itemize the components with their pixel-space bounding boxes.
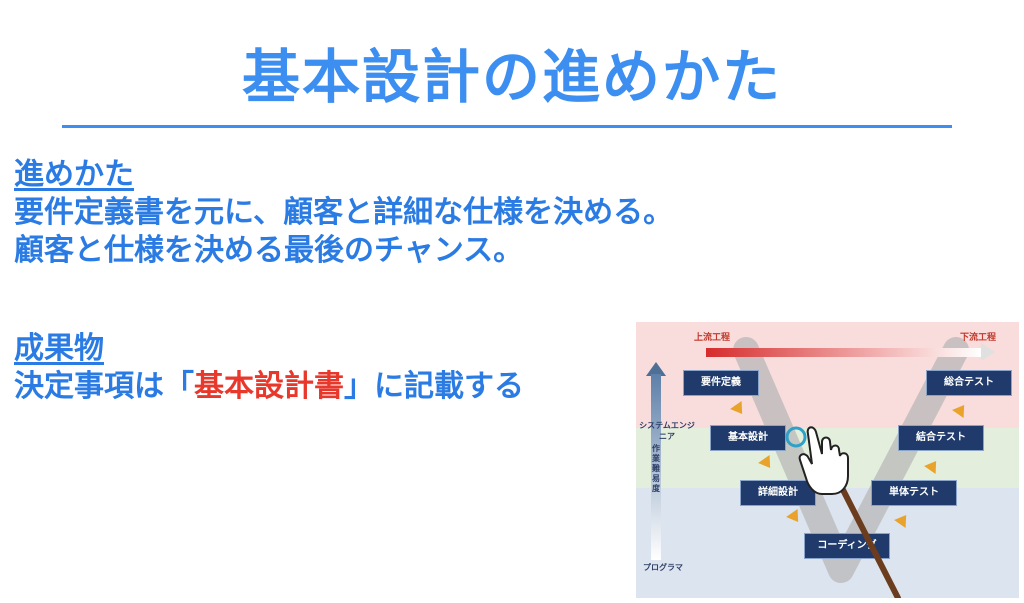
box-requirements: 要件定義 (683, 370, 759, 396)
title-divider (62, 125, 952, 128)
section-process-heading: 進めかた (14, 157, 134, 192)
deliverable-highlight: 基本設計書 (194, 369, 344, 404)
v-model-figure: 上流工程 下流工程 システムエンジニア 作業難易度 プログラマ 要件定義 基本設… (636, 322, 1019, 598)
section-deliverable: 成果物 決定事項は「基本設計書」に記載する (14, 330, 524, 406)
downstream-label: 下流工程 (960, 333, 997, 343)
section-deliverable-heading: 成果物 (14, 331, 104, 366)
v-shape (733, 337, 969, 583)
page-title: 基本設計の進めかた (241, 43, 782, 111)
deliverable-suffix: 」に記載する (344, 369, 524, 404)
section-process-line1: 要件定義書を元に、顧客と詳細な仕様を決める。 (14, 195, 674, 230)
upstream-label: 上流工程 (694, 333, 731, 343)
section-process: 進めかた 要件定義書を元に、顧客と詳細な仕様を決める。 顧客と仕様を決める最後の… (14, 156, 673, 270)
difficulty-axis (651, 374, 661, 560)
deliverable-prefix: 決定事項は「 (14, 369, 194, 404)
box-unit-test: 単体テスト (871, 480, 957, 506)
box-system-test: 総合テスト (926, 370, 1012, 396)
process-flow-arrowhead (981, 343, 995, 361)
axis-top-label: システムエンジニア (639, 421, 695, 441)
axis-bottom-label: プログラマ (643, 563, 683, 572)
box-coding: コーディング (804, 533, 890, 559)
box-integration-test: 結合テスト (898, 425, 984, 451)
section-process-line2: 顧客と仕様を決める最後のチャンス。 (14, 233, 524, 268)
axis-mid-label: 作業難易度 (652, 444, 660, 493)
section-deliverable-line: 決定事項は「基本設計書」に記載する (14, 368, 524, 406)
process-flow-bar (706, 348, 981, 357)
pointer-hand-icon (785, 426, 901, 598)
difficulty-arrowhead (646, 362, 666, 376)
box-basic-design: 基本設計 (710, 425, 786, 451)
